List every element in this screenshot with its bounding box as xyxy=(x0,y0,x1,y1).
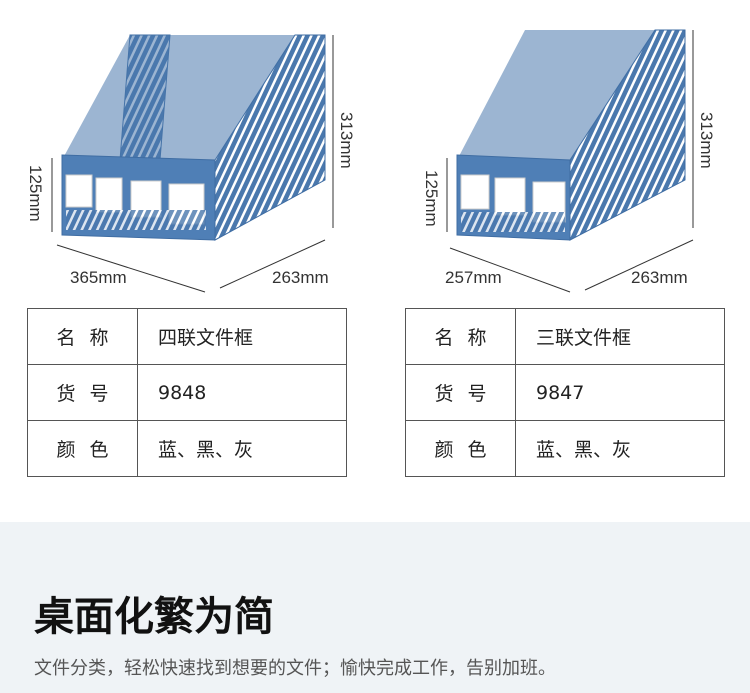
table-row: 名称四联文件框 xyxy=(27,308,347,365)
four-slot-organizer-illustration xyxy=(51,34,334,293)
banner-title: 桌面化繁为简 xyxy=(34,594,274,640)
spec-label: 货号 xyxy=(27,364,138,421)
front-height-label: 125mm xyxy=(26,165,45,222)
height-label: 313mm xyxy=(337,112,356,169)
spec-label: 货号 xyxy=(405,364,516,421)
table-row: 名称三联文件框 xyxy=(405,308,725,365)
width-label: 365mm xyxy=(70,268,127,287)
front-height-label: 125mm xyxy=(422,170,441,227)
spec-value: 9847 xyxy=(515,364,725,421)
banner-section: 桌面化繁为简 文件分类，轻松快速找到想要的文件；愉快完成工作，告别加班。 xyxy=(0,522,750,693)
spec-label: 名称 xyxy=(405,308,516,365)
banner-subtitle: 文件分类，轻松快速找到想要的文件；愉快完成工作，告别加班。 xyxy=(34,658,556,679)
spec-label: 颜色 xyxy=(405,420,516,477)
spec-value: 9848 xyxy=(137,364,347,421)
three-slot-organizer-illustration xyxy=(446,29,694,293)
spec-value: 蓝、黑、灰 xyxy=(515,420,725,477)
height-label: 313mm xyxy=(697,112,716,169)
spec-value: 四联文件框 xyxy=(137,308,347,365)
spec-value: 蓝、黑、灰 xyxy=(137,420,347,477)
spec-label: 名称 xyxy=(27,308,138,365)
table-row: 颜色蓝、黑、灰 xyxy=(27,420,347,477)
product-image-three-slot: 125mm 313mm 257mm 263mm xyxy=(375,0,750,300)
table-row: 颜色蓝、黑、灰 xyxy=(405,420,725,477)
product-image-four-slot: 125mm 313mm 365mm 263mm xyxy=(0,0,375,300)
width-label: 257mm xyxy=(445,268,502,287)
depth-label: 263mm xyxy=(631,268,688,287)
spec-label: 颜色 xyxy=(27,420,138,477)
spec-value: 三联文件框 xyxy=(515,308,725,365)
depth-label: 263mm xyxy=(272,268,329,287)
